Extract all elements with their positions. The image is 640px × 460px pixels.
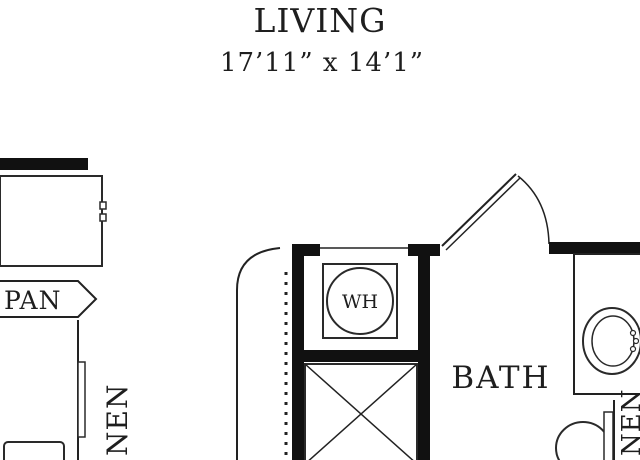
living-room-label: LIVING <box>253 1 386 40</box>
faucet-handle-bottom <box>629 345 637 353</box>
living-room-dimensions: 17’11” x 14’1” <box>220 48 424 78</box>
linen-label-right: NEN <box>617 389 640 456</box>
vanity-counter <box>573 253 640 395</box>
bath-door-swing <box>517 175 550 245</box>
rounded-corner-wall <box>236 247 281 460</box>
pantry-tag <box>0 280 98 318</box>
lower-left-counter <box>3 441 65 460</box>
water-heater-label: WH <box>342 291 378 313</box>
linen-label-left: NEN <box>101 384 134 456</box>
faucet-handle-mid <box>632 337 640 345</box>
shower-floor-diagonal-2 <box>308 363 418 460</box>
refrigerator-handle-bottom <box>99 213 107 222</box>
bath-door-panel-inner <box>445 177 521 251</box>
faucet-handle-top <box>629 329 637 337</box>
mechanical-wall-divider <box>292 350 430 362</box>
bath-door-panel <box>441 173 517 247</box>
pantry-label: PAN <box>4 286 61 315</box>
refrigerator <box>0 175 103 267</box>
toilet-bowl <box>555 421 611 460</box>
bath-wall-right <box>549 242 640 254</box>
water-heater-tank <box>326 267 394 335</box>
refrigerator-handle-top <box>99 201 107 210</box>
sink-bowl <box>591 315 635 367</box>
upper-left-wall <box>0 158 88 170</box>
toilet-tank <box>603 411 614 460</box>
linen-closet-door <box>77 361 86 438</box>
bath-label: BATH <box>451 360 550 396</box>
